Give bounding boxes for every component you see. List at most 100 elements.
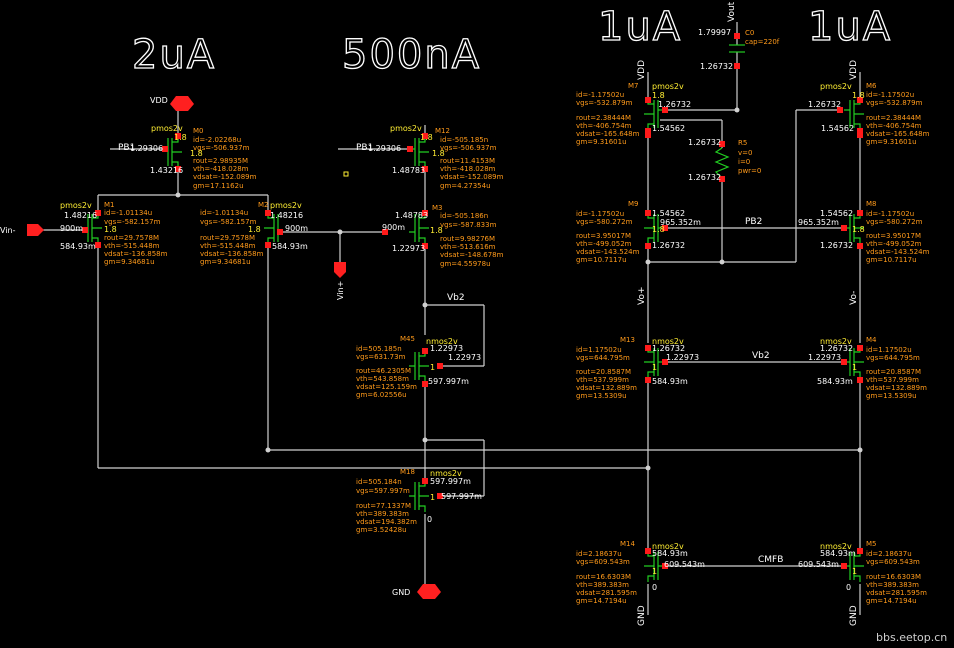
svg-text:gm=13.5309u: gm=13.5309u: [576, 392, 627, 400]
svg-text:rout=2.38444M: rout=2.38444M: [866, 114, 921, 122]
pin-gnd[interactable]: GND: [392, 584, 441, 599]
svg-text:id=2.18637u: id=2.18637u: [866, 550, 912, 558]
rail-gnd-left: GND: [637, 605, 647, 626]
svg-text:1.8: 1.8: [652, 91, 665, 100]
svg-text:vdsat=-152.089m: vdsat=-152.089m: [440, 173, 504, 181]
rail-vdd-left: VDD: [637, 60, 647, 80]
m7-annotation: pmos2v M7 id=-1.17502u vgs=-532.879m rou…: [576, 82, 684, 146]
nv-m7-top: 1.26732: [658, 100, 691, 109]
nv-m8-d: 1.26732: [820, 241, 853, 250]
c0-value: cap=220f: [745, 38, 780, 46]
m4-symbol: [844, 346, 864, 378]
svg-text:id=2.18637u: id=2.18637u: [576, 550, 622, 558]
svg-text:1: 1: [852, 567, 857, 576]
nv-pb1-b: 1.29306: [368, 144, 401, 153]
device-symbols: [84, 44, 864, 582]
svg-text:vgs=-582.157m: vgs=-582.157m: [104, 218, 161, 226]
r5-symbol: [714, 147, 730, 179]
pin-vdd[interactable]: VDD: [150, 96, 194, 111]
m9-annotation: M9 id=-1.17502u vgs=-580.272m rout=3.950…: [576, 200, 665, 264]
net-vo-plus: Vo+: [637, 286, 647, 305]
net-pb1-b: PB1: [356, 143, 373, 153]
svg-text:pmos2v: pmos2v: [151, 124, 183, 133]
svg-text:1.8: 1.8: [852, 91, 865, 100]
svg-text:M2: M2: [258, 201, 269, 209]
m1-annotation: pmos2v M1 id=-1.01134u vgs=-582.157m rou…: [60, 201, 168, 266]
svg-text:rout=77.1337M: rout=77.1337M: [356, 502, 411, 510]
left-branch-current-label: 1uA: [598, 4, 682, 50]
svg-text:id=505.185n: id=505.185n: [356, 345, 402, 353]
right-branch-current-label: 1uA: [808, 4, 892, 50]
r5-pwr: pwr=0: [738, 167, 761, 175]
m5-annotation: nmos2v M5 id=2.18637u vgs=609.543m rout=…: [820, 540, 927, 605]
m14-annotation: nmos2v M14 id=2.18637u vgs=609.543m rout…: [576, 540, 684, 605]
nv-r5-top: 1.26732: [688, 138, 721, 147]
m8-annotation: M8 id=-1.17502u vgs=-580.272m rout=3.950…: [852, 200, 930, 264]
svg-text:rout=20.8587M: rout=20.8587M: [576, 368, 631, 376]
svg-text:id=-1.17502u: id=-1.17502u: [866, 210, 914, 218]
svg-text:1.8: 1.8: [104, 225, 117, 234]
svg-text:vdsat=-136.858m: vdsat=-136.858m: [200, 250, 264, 258]
svg-text:vgs=631.73m: vgs=631.73m: [356, 353, 406, 361]
m13-symbol: [644, 346, 664, 378]
svg-text:vdsat=-143.524m: vdsat=-143.524m: [576, 248, 640, 256]
svg-text:M4: M4: [866, 336, 877, 344]
nv-m6-top: 1.26732: [808, 100, 841, 109]
svg-text:M13: M13: [620, 336, 635, 344]
svg-text:vdsat=-152.089m: vdsat=-152.089m: [193, 173, 257, 181]
m0-annotation: pmos2v 1.8 M0 id=-2.02268u vgs=-506.937m…: [151, 124, 257, 190]
svg-text:gm=10.7117u: gm=10.7117u: [866, 256, 917, 264]
nv-m1-src: 1.48216: [64, 211, 97, 220]
net-pb2: PB2: [745, 217, 762, 227]
svg-text:id=-1.17502u: id=-1.17502u: [576, 210, 624, 218]
svg-text:nmos2v: nmos2v: [652, 337, 684, 346]
svg-text:id=-1.17502u: id=-1.17502u: [576, 91, 624, 99]
c0-name: C0: [745, 29, 754, 37]
rail-gnd-right: GND: [849, 605, 859, 626]
junction-dots: [175, 107, 863, 471]
nv-m45-s: 597.997m: [428, 377, 469, 386]
pin-vin-minus-label: Vin-: [0, 226, 16, 235]
svg-text:id=1.17502u: id=1.17502u: [866, 346, 912, 354]
svg-text:vgs=-580.272m: vgs=-580.272m: [576, 218, 633, 226]
svg-text:M1: M1: [104, 201, 115, 209]
svg-text:id=-1.17502u: id=-1.17502u: [866, 91, 914, 99]
svg-text:pmos2v: pmos2v: [270, 201, 302, 210]
svg-text:vgs=-580.272m: vgs=-580.272m: [866, 218, 923, 226]
nv-m2-g: 900m: [285, 224, 308, 233]
svg-text:rout=20.8587M: rout=20.8587M: [866, 368, 921, 376]
svg-text:gm=9.31601u: gm=9.31601u: [576, 138, 627, 146]
m8-symbol: [844, 212, 864, 244]
svg-text:1.8: 1.8: [652, 225, 665, 234]
svg-text:M6: M6: [866, 82, 877, 90]
svg-text:gm=14.7194u: gm=14.7194u: [576, 597, 627, 605]
svg-text:vgs=-587.833m: vgs=-587.833m: [440, 221, 497, 229]
svg-text:vth=-499.052m: vth=-499.052m: [866, 240, 922, 248]
svg-text:vth=537.999m: vth=537.999m: [866, 376, 919, 384]
svg-text:1: 1: [430, 363, 435, 372]
svg-text:rout=3.95017M: rout=3.95017M: [866, 232, 921, 240]
svg-text:vgs=644.795m: vgs=644.795m: [576, 354, 630, 362]
nv-m9-b: 965.352m: [660, 218, 701, 227]
svg-text:rout=11.4153M: rout=11.4153M: [440, 157, 495, 165]
net-vb2-a: Vb2: [447, 293, 465, 303]
svg-text:M12: M12: [435, 127, 450, 135]
m3-symbol: [409, 212, 429, 244]
watermark: bbs.eetop.cn: [876, 631, 947, 644]
svg-text:vgs=-506.937m: vgs=-506.937m: [193, 144, 250, 152]
svg-text:gm=9.34681u: gm=9.34681u: [200, 258, 251, 266]
svg-text:vdsat=-143.524m: vdsat=-143.524m: [866, 248, 930, 256]
net-pb1-a: PB1: [118, 143, 135, 153]
svg-text:vth=389.383m: vth=389.383m: [576, 581, 629, 589]
nv-m13-s: 1.22973: [666, 353, 699, 362]
svg-text:vth=-515.448m: vth=-515.448m: [200, 242, 256, 250]
svg-text:1.8: 1.8: [430, 226, 443, 235]
net-vout: Vout: [727, 1, 737, 22]
pin-vin-minus[interactable]: Vin-: [0, 224, 44, 236]
svg-text:vth=-406.754m: vth=-406.754m: [576, 122, 632, 130]
pin-vin-plus[interactable]: Vin+: [334, 262, 346, 300]
nv-m45-g: 1.22973: [430, 344, 463, 353]
m3-annotation: M3 id=-505.186n vgs=-587.833m rout=9.982…: [430, 204, 504, 268]
svg-text:id=505.184n: id=505.184n: [356, 478, 402, 486]
svg-text:1.8: 1.8: [852, 225, 865, 234]
